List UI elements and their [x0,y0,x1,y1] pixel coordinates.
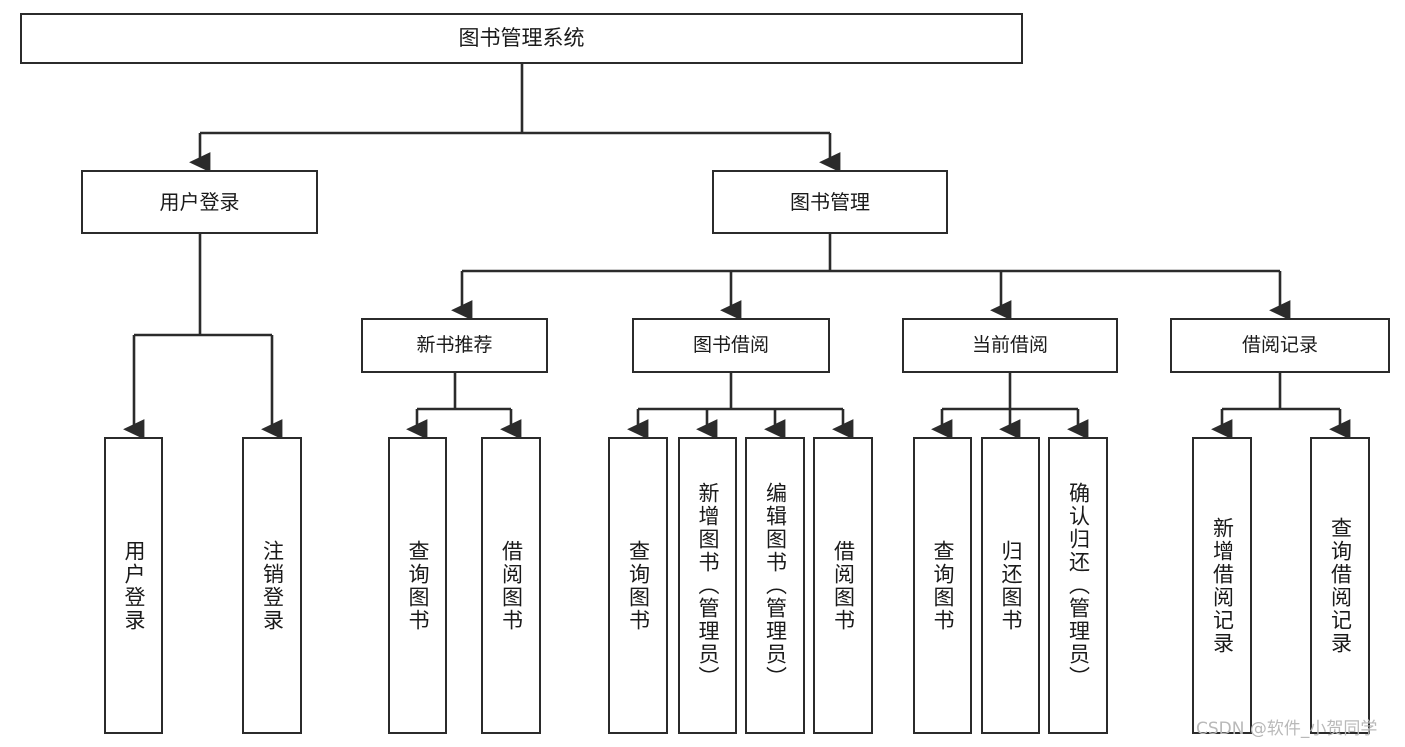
leaf-borrow-book-1-label: 借阅图书 [499,539,524,632]
leaf-add-book-label: 新增图书（管理员） [696,482,720,689]
node-root-system[interactable]: 图书管理系统 [20,13,1023,64]
leaf-borrow-book-1[interactable]: 借阅图书 [481,437,541,734]
leaf-borrow-book-2-label: 借阅图书 [831,539,856,632]
node-new-book-recommend[interactable]: 新书推荐 [361,318,548,373]
leaf-logout-login[interactable]: 注销登录 [242,437,302,734]
node-book-borrow[interactable]: 图书借阅 [632,318,830,373]
node-user-login[interactable]: 用户登录 [81,170,318,234]
leaf-add-borrow-record-label: 新增借阅记录 [1210,516,1235,655]
csdn-watermark: CSDN @软件_小贺同学 [1196,719,1378,739]
leaf-user-login-label: 用户登录 [122,539,146,632]
leaf-query-book-3-label: 查询图书 [931,539,955,632]
leaf-add-book[interactable]: 新增图书（管理员） [678,437,737,734]
leaf-logout-login-label: 注销登录 [260,539,285,632]
leaf-user-login[interactable]: 用户登录 [104,437,163,734]
leaf-query-book-1-label: 查询图书 [406,539,430,632]
node-root-system-label: 图书管理系统 [458,25,585,50]
leaf-query-borrow-record[interactable]: 查询借阅记录 [1310,437,1370,734]
leaf-add-borrow-record[interactable]: 新增借阅记录 [1192,437,1252,734]
leaf-edit-book[interactable]: 编辑图书（管理员） [745,437,805,734]
leaf-confirm-return[interactable]: 确认归还（管理员） [1048,437,1108,734]
node-borrow-record[interactable]: 借阅记录 [1170,318,1390,373]
leaf-edit-book-label: 编辑图书（管理员） [763,482,788,689]
node-book-management-label: 图书管理 [790,189,870,214]
leaf-confirm-return-label: 确认归还（管理员） [1066,482,1091,689]
leaf-query-book-2[interactable]: 查询图书 [608,437,668,734]
leaf-return-book[interactable]: 归还图书 [981,437,1040,734]
node-current-borrow-label: 当前借阅 [971,333,1048,356]
node-user-login-label: 用户登录 [159,189,240,214]
leaf-query-book-3[interactable]: 查询图书 [913,437,972,734]
node-borrow-record-label: 借阅记录 [1241,333,1318,356]
leaf-query-borrow-record-label: 查询借阅记录 [1328,516,1353,655]
node-new-book-recommend-label: 新书推荐 [416,333,493,356]
leaf-query-book-2-label: 查询图书 [626,539,651,632]
leaf-return-book-label: 归还图书 [999,539,1023,632]
leaf-borrow-book-2[interactable]: 借阅图书 [813,437,873,734]
node-book-management[interactable]: 图书管理 [712,170,948,234]
node-book-borrow-label: 图书借阅 [692,333,769,356]
node-current-borrow[interactable]: 当前借阅 [902,318,1118,373]
leaf-query-book-1[interactable]: 查询图书 [388,437,447,734]
